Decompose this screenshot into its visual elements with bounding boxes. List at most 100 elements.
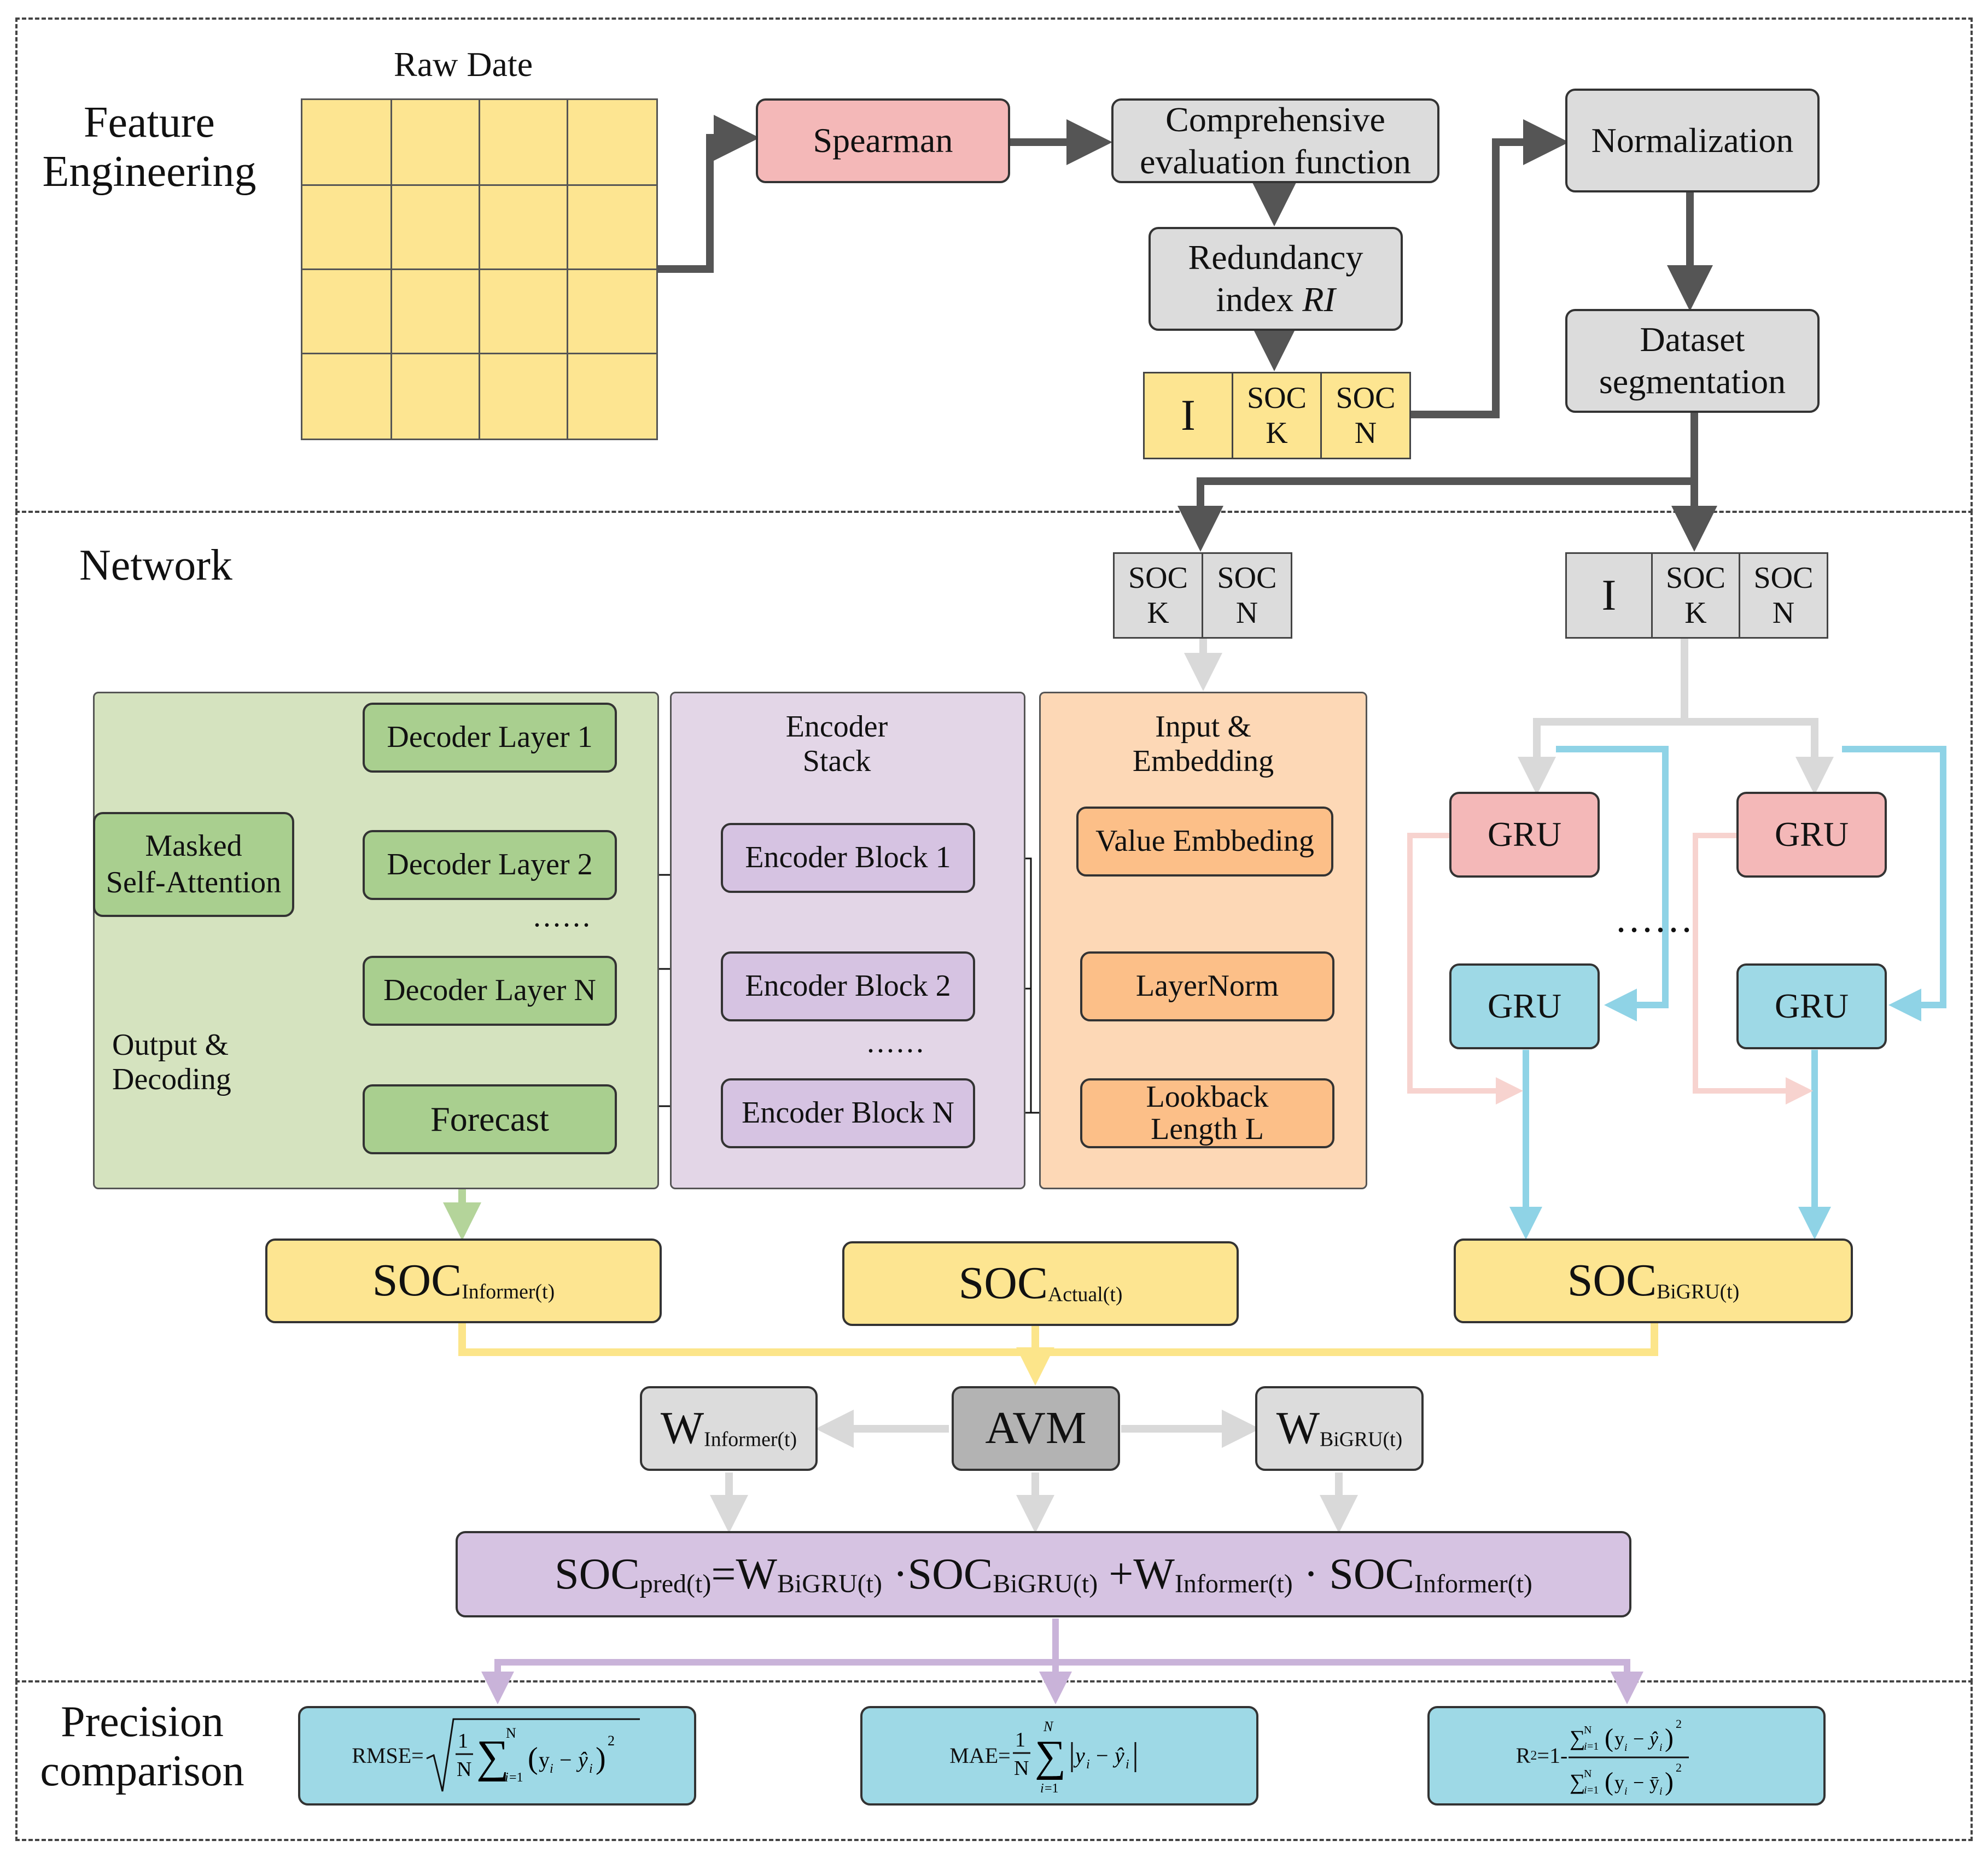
- raw-data-grid: [301, 98, 658, 440]
- w-bigru-box[interactable]: WBiGRU(t): [1255, 1386, 1424, 1471]
- svg-text:i: i: [1659, 1785, 1663, 1797]
- triple-cell-i: I: [1565, 552, 1653, 639]
- bigru-blue-lines: [1509, 746, 1946, 1240]
- svg-text:N: N: [457, 1758, 471, 1781]
- svg-text:(: (: [528, 1742, 538, 1775]
- svg-text:−: −: [1633, 1728, 1644, 1750]
- precision-comparison-label: Precision comparison: [40, 1698, 244, 1795]
- svg-text:=1: =1: [1045, 1781, 1059, 1796]
- svg-text:y: y: [1614, 1728, 1624, 1750]
- w-informer-box[interactable]: WInformer(t): [640, 1386, 818, 1471]
- bigru-pink-lines: [1407, 833, 1813, 1105]
- decoder-layer-2[interactable]: Decoder Layer 2: [363, 830, 617, 900]
- value-embedding-box[interactable]: Value Embbeding: [1076, 807, 1333, 877]
- dataset-segmentation-box[interactable]: Dataset segmentation: [1565, 309, 1820, 413]
- svg-text:N: N: [1043, 1719, 1054, 1734]
- normalization-box[interactable]: Normalization: [1565, 89, 1820, 192]
- encoder-block-2[interactable]: Encoder Block 2: [721, 951, 975, 1021]
- feature-cell-soc-k: SOC K: [1232, 372, 1322, 459]
- svg-text:i: i: [1126, 1757, 1129, 1772]
- feature-engineering-label: Feature Engineering: [42, 98, 256, 196]
- layernorm-box[interactable]: LayerNorm: [1080, 951, 1334, 1021]
- rmse-formula: RMSE= 1 N ∑ N i =1 ( y i − ŷ i ) 2: [352, 1715, 642, 1797]
- soc-pred-formula: SOCpred(t)=WBiGRU(t) ·SOCBiGRU(t) +WInfo…: [555, 1550, 1532, 1599]
- svg-text:i: i: [1659, 1742, 1663, 1754]
- decoder-ellipsis: ......: [533, 899, 592, 933]
- mae-formula: MAE= 1 N N ∑ i =1 y i − ŷ i: [949, 1709, 1169, 1802]
- svg-text:2: 2: [608, 1733, 615, 1749]
- svg-text:−: −: [559, 1748, 572, 1772]
- lookback-length-box[interactable]: Lookback Length L: [1080, 1078, 1334, 1148]
- svg-text:): ): [1665, 1724, 1674, 1752]
- svg-text:N: N: [1584, 1768, 1591, 1780]
- encoder-block-1[interactable]: Encoder Block 1: [721, 823, 975, 893]
- svg-text:i: i: [1040, 1781, 1044, 1796]
- soc-informer-label: SOCInformer(t): [372, 1255, 555, 1306]
- masked-self-attention-box[interactable]: Masked Self-Attention: [93, 812, 294, 917]
- svg-text:y: y: [539, 1748, 550, 1772]
- svg-text:): ): [1665, 1767, 1674, 1796]
- spearman-box[interactable]: Spearman: [756, 98, 1010, 183]
- soc-informer-box[interactable]: SOCInformer(t): [265, 1238, 662, 1323]
- gru-ellipsis: ......: [1616, 897, 1695, 940]
- svg-text:1: 1: [458, 1730, 468, 1752]
- avm-box[interactable]: AVM: [952, 1386, 1120, 1471]
- redundancy-label: Redundancy: [1188, 238, 1363, 277]
- svg-text:=1: =1: [1587, 1740, 1599, 1752]
- soc-merge-lines: [458, 1323, 1658, 1386]
- svg-text:i: i: [589, 1762, 593, 1776]
- redundancy-index-box[interactable]: Redundancy index RI: [1149, 227, 1403, 331]
- svg-text:): ): [596, 1742, 606, 1775]
- decoder-layer-1[interactable]: Decoder Layer 1: [363, 703, 617, 773]
- soc-actual-box[interactable]: SOCActual(t): [842, 1241, 1239, 1326]
- encoder-ellipsis: ......: [867, 1025, 926, 1059]
- gru-forward-n[interactable]: GRU: [1736, 792, 1887, 878]
- svg-text:1: 1: [1015, 1728, 1025, 1751]
- precision-section: [15, 1680, 1973, 1841]
- svg-text:−: −: [1633, 1772, 1644, 1793]
- decoder-layer-n[interactable]: Decoder Layer N: [363, 956, 617, 1026]
- svg-text:∑: ∑: [1570, 1769, 1585, 1794]
- encoder-block-n[interactable]: Encoder Block N: [721, 1078, 975, 1148]
- light-flow-arrows: [710, 639, 1834, 1533]
- w-bigru-label: WBiGRU(t): [1276, 1403, 1403, 1454]
- svg-text:ŷ: ŷ: [576, 1748, 588, 1772]
- svg-text:∑: ∑: [476, 1731, 509, 1782]
- comprehensive-evaluation-box[interactable]: Comprehensive evaluation function: [1111, 98, 1439, 183]
- triple-cell-soc-n: SOC N: [1739, 552, 1828, 639]
- feature-flow-arrows: [655, 115, 1717, 552]
- mae-box: MAE= 1 N N ∑ i =1 y i − ŷ i: [860, 1706, 1258, 1806]
- rmse-box: RMSE= 1 N ∑ N i =1 ( y i − ŷ i ) 2: [298, 1706, 696, 1806]
- svg-text:i: i: [1624, 1785, 1628, 1797]
- w-informer-label: WInformer(t): [660, 1403, 797, 1454]
- r2-equation-graphic: ∑ N i =1 ( y i − ŷ i ) 2 ∑ N i =1 ( y i: [1569, 1717, 1689, 1797]
- svg-text:N: N: [1014, 1757, 1029, 1780]
- svg-text:i: i: [1584, 1740, 1587, 1752]
- gru-backward-n[interactable]: GRU: [1736, 963, 1887, 1049]
- forecast-box[interactable]: Forecast: [363, 1084, 617, 1154]
- network-label: Network: [79, 541, 232, 589]
- svg-text:2: 2: [1676, 1717, 1682, 1731]
- svg-text:=1: =1: [509, 1771, 523, 1785]
- svg-text:y: y: [1614, 1772, 1624, 1793]
- pair-cell-soc-n: SOC N: [1202, 552, 1292, 639]
- svg-text:(: (: [1605, 1724, 1613, 1752]
- soc-pred-formula-box: SOCpred(t)=WBiGRU(t) ·SOCBiGRU(t) +WInfo…: [456, 1531, 1631, 1617]
- svg-text:(: (: [1605, 1767, 1613, 1796]
- svg-text:y: y: [1073, 1743, 1085, 1768]
- soc-bigru-label: SOCBiGRU(t): [1567, 1255, 1740, 1306]
- soc-bigru-box[interactable]: SOCBiGRU(t): [1454, 1238, 1853, 1323]
- svg-text:i: i: [1624, 1742, 1628, 1754]
- svg-text:N: N: [506, 1725, 516, 1741]
- svg-text:=1: =1: [1587, 1784, 1599, 1796]
- metric-distribution-lines: [481, 1619, 1643, 1704]
- pair-cell-soc-k: SOC K: [1113, 552, 1203, 639]
- encoder-stack-title: Encoder Stack: [785, 710, 888, 778]
- feature-cell-soc-n: SOC N: [1320, 372, 1411, 459]
- svg-text:ŷ: ŷ: [1112, 1743, 1124, 1768]
- gru-forward-1[interactable]: GRU: [1449, 792, 1600, 878]
- gru-backward-1[interactable]: GRU: [1449, 963, 1600, 1049]
- svg-text:ȳ: ȳ: [1649, 1772, 1659, 1793]
